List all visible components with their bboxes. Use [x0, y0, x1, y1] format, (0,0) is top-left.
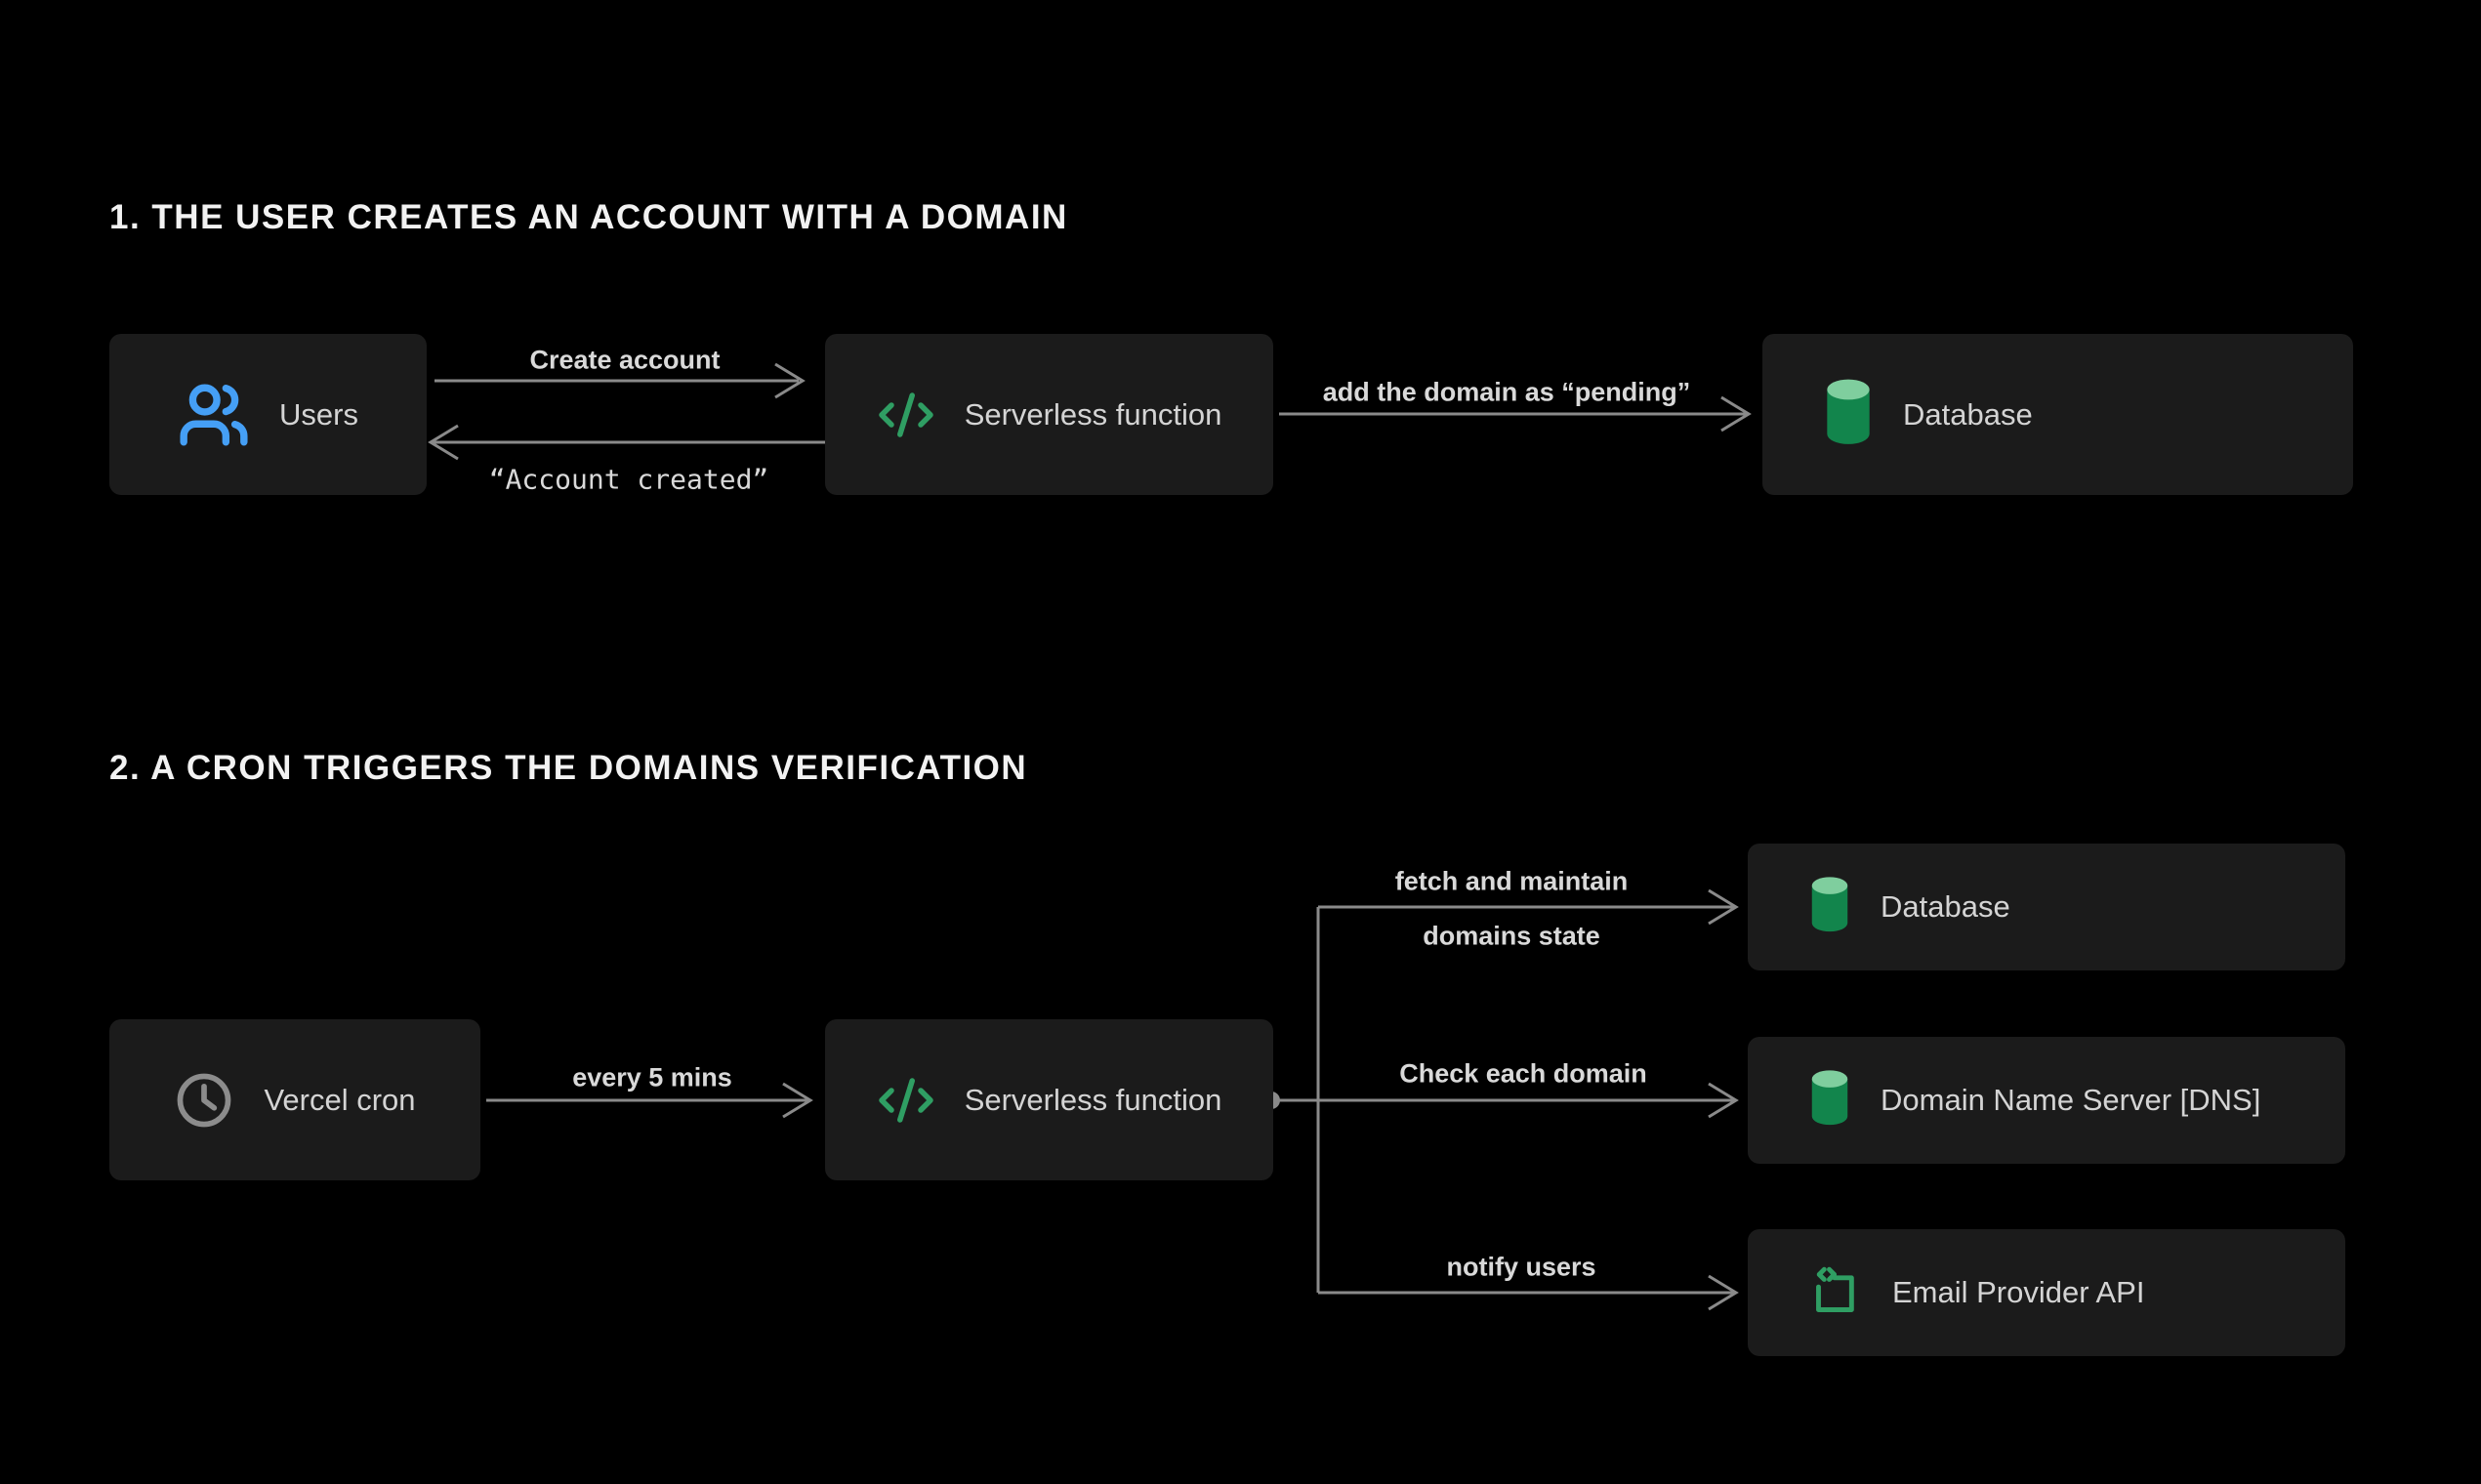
node-dns: Domain Name Server [DNS]: [1748, 1037, 2345, 1164]
node-label: Email Provider API: [1892, 1275, 2145, 1309]
edge-label-add-domain-pending: add the domain as “pending”: [1322, 377, 1691, 407]
database-icon: [1808, 1070, 1851, 1131]
node-label: Database: [1903, 396, 2033, 432]
edge-label-fetch-line1: fetch and maintain: [1394, 866, 1629, 896]
node-label: Serverless function: [964, 1082, 1222, 1117]
node-label: Domain Name Server [DNS]: [1881, 1083, 2261, 1117]
edge-label-every-5-mins: every 5 mins: [572, 1062, 732, 1092]
node-database-2: Database: [1748, 844, 2345, 970]
node-serverless-2: Serverless function: [825, 1019, 1273, 1180]
section2-heading: 2. A CRON TRIGGERS THE DOMAINS VERIFICAT…: [109, 749, 1028, 787]
api-icon: [1808, 1265, 1863, 1320]
node-label: Database: [1881, 889, 2010, 924]
node-label: Vercel cron: [264, 1082, 416, 1117]
node-database-1: Database: [1762, 334, 2353, 495]
edge-label-create-account: Create account: [529, 345, 721, 375]
edge-label-check-each-domain: Check each domain: [1399, 1058, 1647, 1089]
node-users: Users: [109, 334, 427, 495]
node-vercel-cron: Vercel cron: [109, 1019, 480, 1180]
node-label: Serverless function: [964, 396, 1222, 432]
node-serverless-1: Serverless function: [825, 334, 1273, 495]
edge-label-fetch-line2: domains state: [1423, 921, 1600, 951]
clock-icon: [174, 1070, 234, 1131]
edge-label-notify-users: notify users: [1446, 1252, 1596, 1282]
node-email-provider: Email Provider API: [1748, 1229, 2345, 1356]
database-icon: [1823, 379, 1874, 451]
section1-heading: 1. THE USER CREATES AN ACCOUNT WITH A DO…: [109, 198, 1068, 236]
code-icon: [877, 386, 935, 444]
database-icon: [1808, 877, 1851, 937]
node-label: Users: [279, 396, 358, 432]
code-icon: [877, 1071, 935, 1130]
edge-label-account-created: “Account created”: [488, 463, 769, 496]
users-icon: [178, 379, 250, 451]
